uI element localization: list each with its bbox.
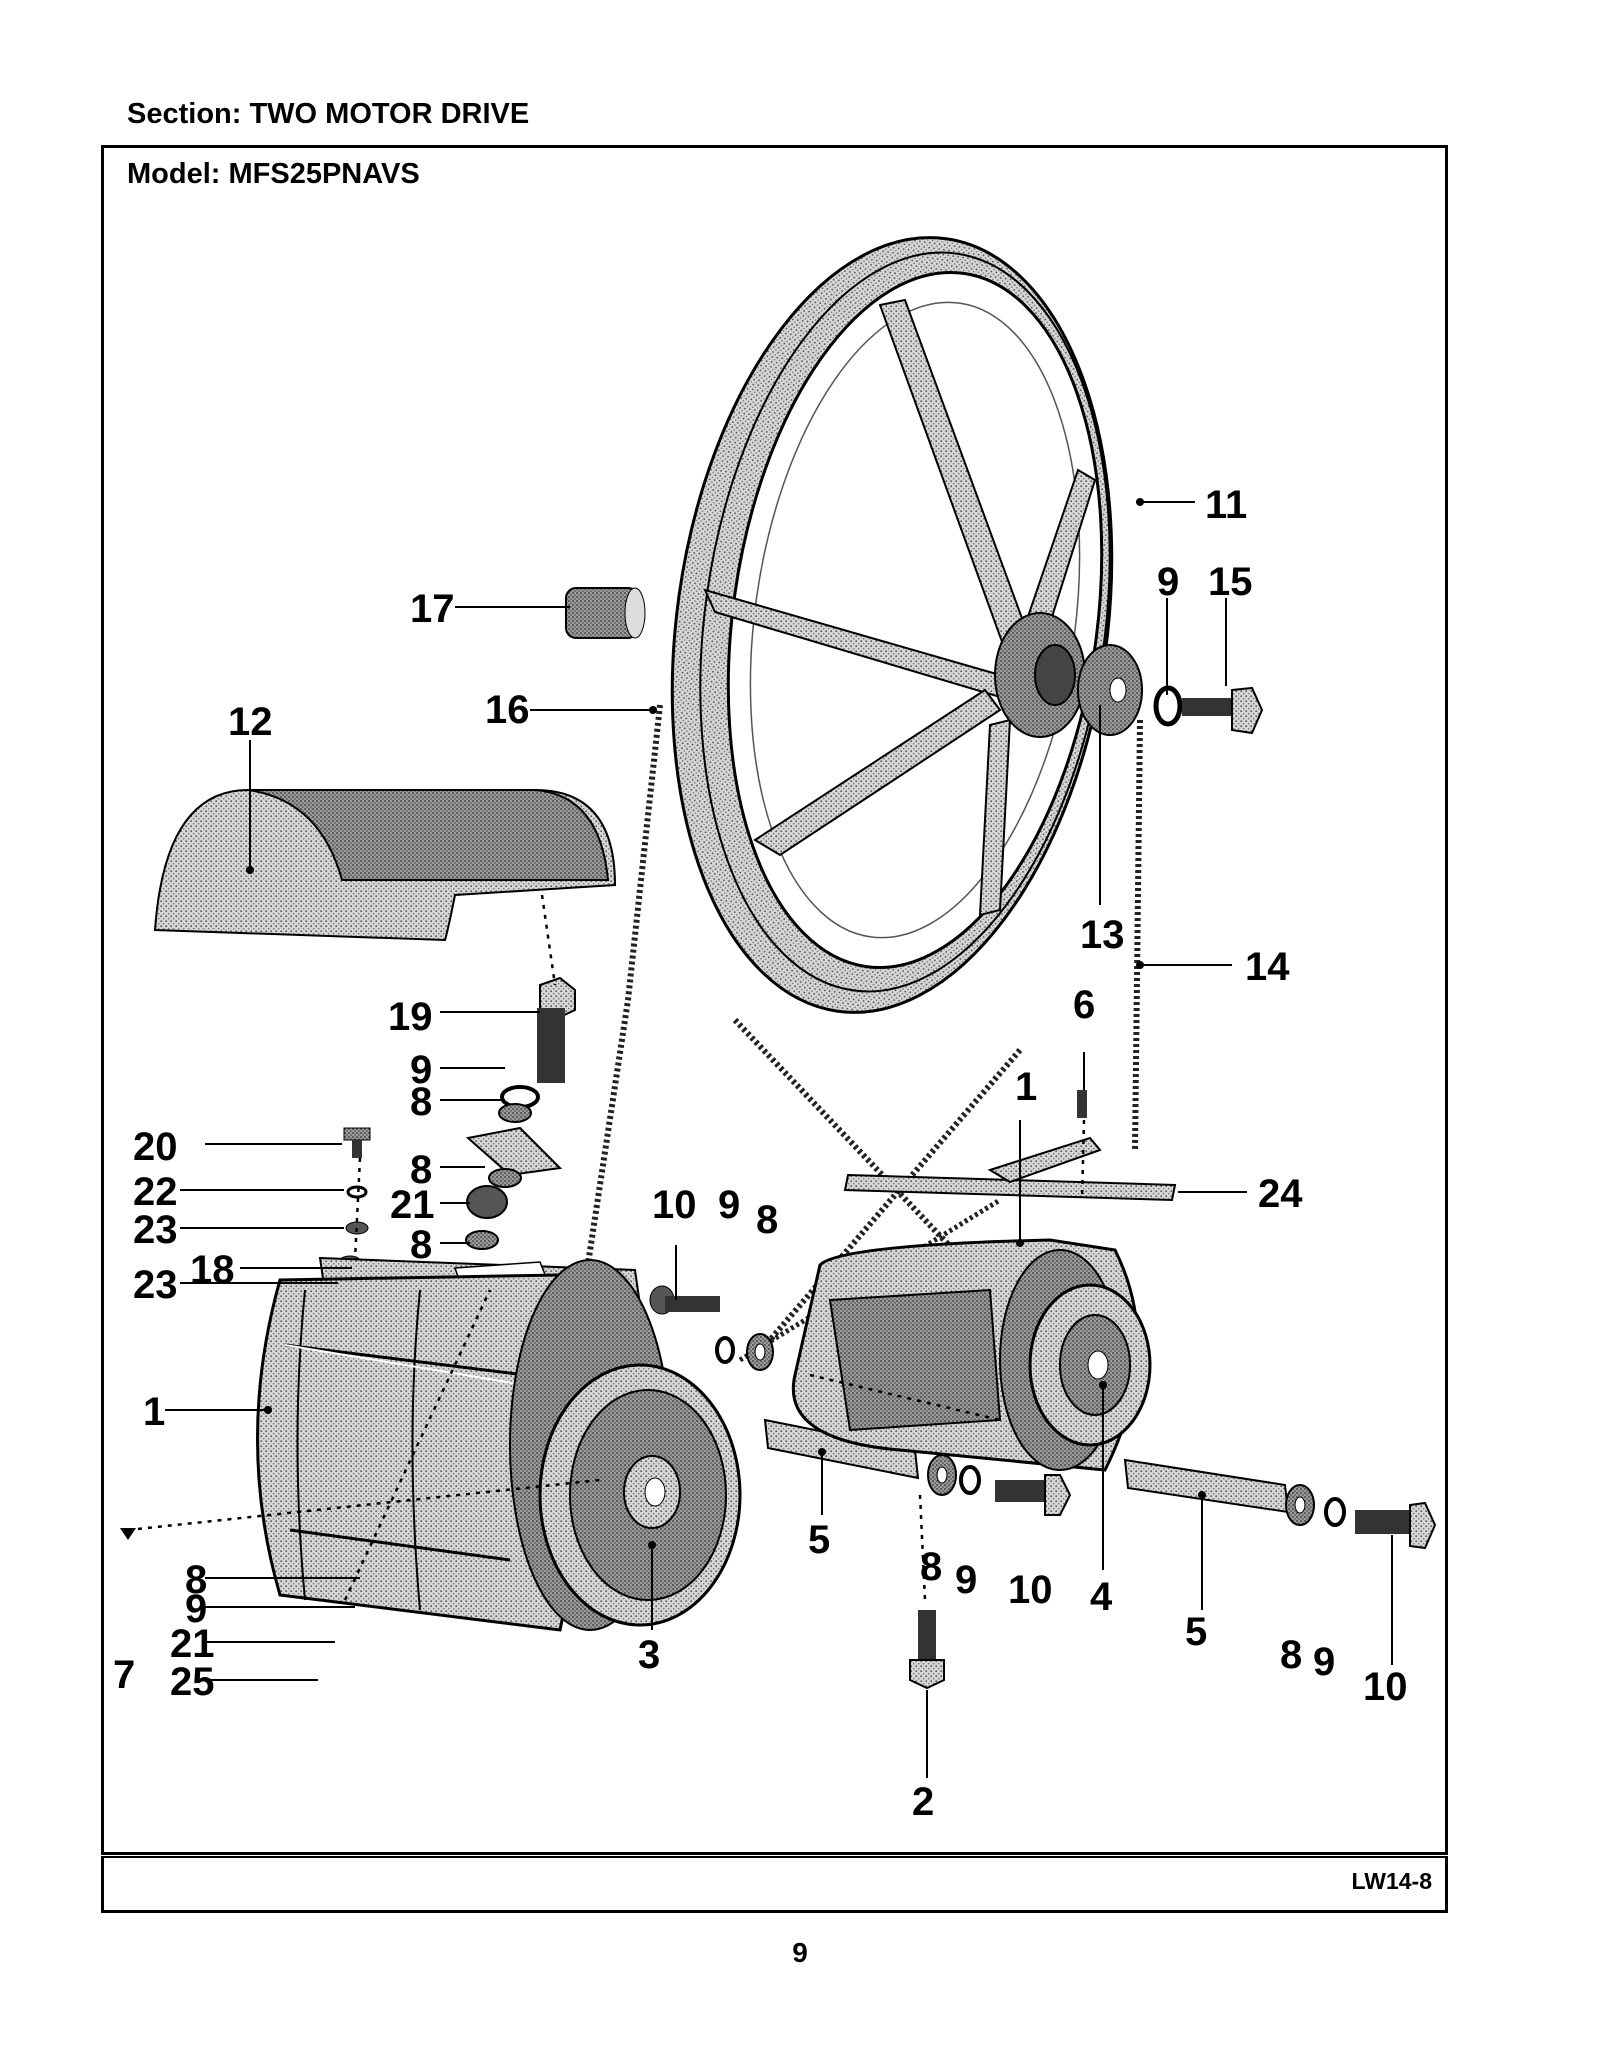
leader-lines	[165, 498, 1393, 1778]
right-motor	[791, 1090, 1177, 1472]
page-number: 9	[792, 1937, 808, 1968]
callout-9-top: 9	[1157, 560, 1179, 604]
callout-9-l4: 9	[185, 1587, 207, 1631]
large-pulley	[670, 236, 1143, 1014]
callout-3: 3	[638, 1633, 660, 1677]
callout-18: 18	[190, 1248, 235, 1292]
bolt-15	[1153, 685, 1264, 735]
footer-bar	[101, 1856, 1448, 1913]
callout-6: 6	[1073, 983, 1095, 1027]
callout-2: 2	[912, 1780, 934, 1824]
callout-5-mid: 5	[808, 1518, 830, 1562]
bolt-17	[565, 587, 646, 639]
callout-24: 24	[1258, 1172, 1303, 1216]
callout-8-l3: 8	[410, 1223, 432, 1267]
callout-23-b: 23	[133, 1263, 178, 1307]
callout-10-r: 10	[1363, 1665, 1408, 1709]
callout-1-left: 1	[143, 1390, 165, 1434]
callout-15: 15	[1208, 560, 1253, 604]
callout-8-mid: 8	[756, 1198, 778, 1242]
callout-19: 19	[388, 995, 433, 1039]
callout-12: 12	[228, 700, 273, 744]
callout-8-b: 8	[920, 1545, 942, 1589]
callout-8-l4: 8	[185, 1558, 207, 1602]
callout-8-l1: 8	[410, 1080, 432, 1124]
callout-8-r: 8	[1280, 1633, 1302, 1677]
callout-7: 7	[113, 1653, 135, 1697]
callout-1-right: 1	[1015, 1065, 1037, 1109]
callout-20: 20	[133, 1125, 178, 1169]
callout-10-mid: 10	[652, 1183, 697, 1227]
callout-9-mid: 9	[718, 1183, 740, 1227]
callout-9-r: 9	[1313, 1640, 1335, 1684]
callout-9-l1: 9	[410, 1048, 432, 1092]
callout-5-r: 5	[1185, 1610, 1207, 1654]
section-title: Section: TWO MOTOR DRIVE	[127, 98, 530, 130]
callout-8-l2: 8	[410, 1148, 432, 1192]
document-code: LW14-8	[1351, 1868, 1432, 1894]
callout-17: 17	[410, 587, 455, 631]
diagram-frame	[101, 145, 1448, 1855]
callout-25: 25	[170, 1660, 215, 1704]
left-hardware-stack	[338, 976, 576, 1269]
callout-21-b: 21	[170, 1622, 215, 1666]
callout-22: 22	[133, 1170, 178, 1214]
model-title: Model: MFS25PNAVS	[127, 158, 420, 190]
callout-16: 16	[485, 688, 530, 732]
callout-14: 14	[1245, 945, 1290, 989]
left-motor	[256, 1259, 742, 1632]
callout-11: 11	[1205, 483, 1247, 527]
motor-cover	[153, 789, 617, 942]
callout-4: 4	[1090, 1575, 1113, 1619]
callout-labels: 11 9 15 17 16 12 13 14 19 6 9 1 8 20 8 2…	[113, 483, 1408, 1824]
middle-hardware	[649, 1285, 1437, 1690]
callout-23-a: 23	[133, 1208, 178, 1252]
callout-13: 13	[1080, 913, 1125, 957]
callout-10-b: 10	[1008, 1568, 1053, 1612]
callout-21-a: 21	[390, 1183, 435, 1227]
callout-9-b: 9	[955, 1558, 977, 1602]
